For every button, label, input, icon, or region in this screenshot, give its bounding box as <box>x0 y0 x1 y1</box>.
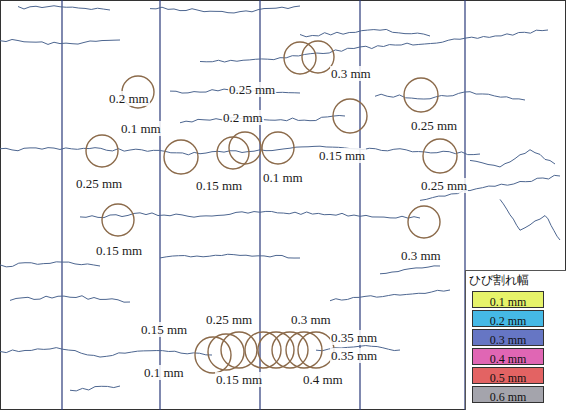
crack-line <box>0 348 212 357</box>
crack-width-label: 0.15 mm <box>195 178 243 193</box>
crack-width-label: 0.1 mm <box>143 365 185 380</box>
crack-width-label: 0.3 mm <box>290 312 332 327</box>
legend-text: 0.4 mm <box>490 352 527 366</box>
crack-width-label: 0.25 mm <box>75 176 123 191</box>
legend-text: 0.2 mm <box>490 314 527 328</box>
crack-line <box>0 262 100 267</box>
crack-width-label: 0.25 mm <box>410 118 458 133</box>
crack-line <box>0 146 480 155</box>
legend-swatch: 0.3 mm <box>472 329 544 346</box>
legend-panel: ひび割れ幅 0.1 mm 0.2 mm 0.3 mm 0.4 mm 0.5 mm 0.6 m… <box>465 270 566 410</box>
crack-line <box>200 30 548 62</box>
crack-line <box>10 296 130 302</box>
crack-line <box>375 92 525 100</box>
legend-text: 0.3 mm <box>490 333 527 347</box>
crack-line <box>18 6 110 10</box>
crack-width-label: 0.2 mm <box>222 110 264 125</box>
legend-swatch: 0.2 mm <box>472 310 544 327</box>
crack-lines <box>0 6 560 391</box>
legend-swatch: 0.1 mm <box>472 291 544 308</box>
crack-width-label: 0.1 mm <box>120 121 162 136</box>
legend-swatch: 0.5 mm <box>472 367 544 384</box>
measure-circles <box>86 41 457 373</box>
legend-title: ひび割れ幅 <box>466 271 566 289</box>
grid-lines <box>62 0 465 410</box>
legend-swatch: 0.6 mm <box>472 386 544 403</box>
crack-width-label: 0.2 mm <box>108 91 150 106</box>
crack-line <box>0 39 120 44</box>
crack-width-label: 0.15 mm <box>95 243 143 258</box>
crack-line <box>470 150 555 167</box>
crack-line <box>300 29 430 36</box>
crack-width-label: 0.35 mm <box>330 348 378 363</box>
crack-line <box>80 211 420 218</box>
legend-text: 0.1 mm <box>490 295 527 309</box>
crack-width-label: 0.15 mm <box>215 372 263 387</box>
legend-swatch: 0.4 mm <box>472 348 544 365</box>
crack-width-label: 0.15 mm <box>318 148 366 163</box>
crack-line <box>500 199 560 240</box>
crack-line <box>330 290 450 301</box>
crack-line <box>420 175 560 200</box>
crack-width-label: 0.3 mm <box>400 248 442 263</box>
crack-width-label: 0.4 mm <box>302 372 344 387</box>
crack-width-label: 0.3 mm <box>330 66 372 81</box>
crack-width-label: 0.25 mm <box>420 178 468 193</box>
crack-line <box>380 266 440 274</box>
crack-line <box>70 386 120 391</box>
crack-width-label: 0.15 mm <box>140 322 188 337</box>
crack-line <box>150 6 300 13</box>
crack-width-label: 0.25 mm <box>228 82 276 97</box>
crack-width-label: 0.35 mm <box>330 330 378 345</box>
crack-width-label: 0.1 mm <box>262 170 304 185</box>
crack-width-label: 0.25 mm <box>205 312 253 327</box>
legend-text: 0.6 mm <box>490 390 527 404</box>
crack-line <box>160 254 300 258</box>
legend-text: 0.5 mm <box>490 371 527 385</box>
